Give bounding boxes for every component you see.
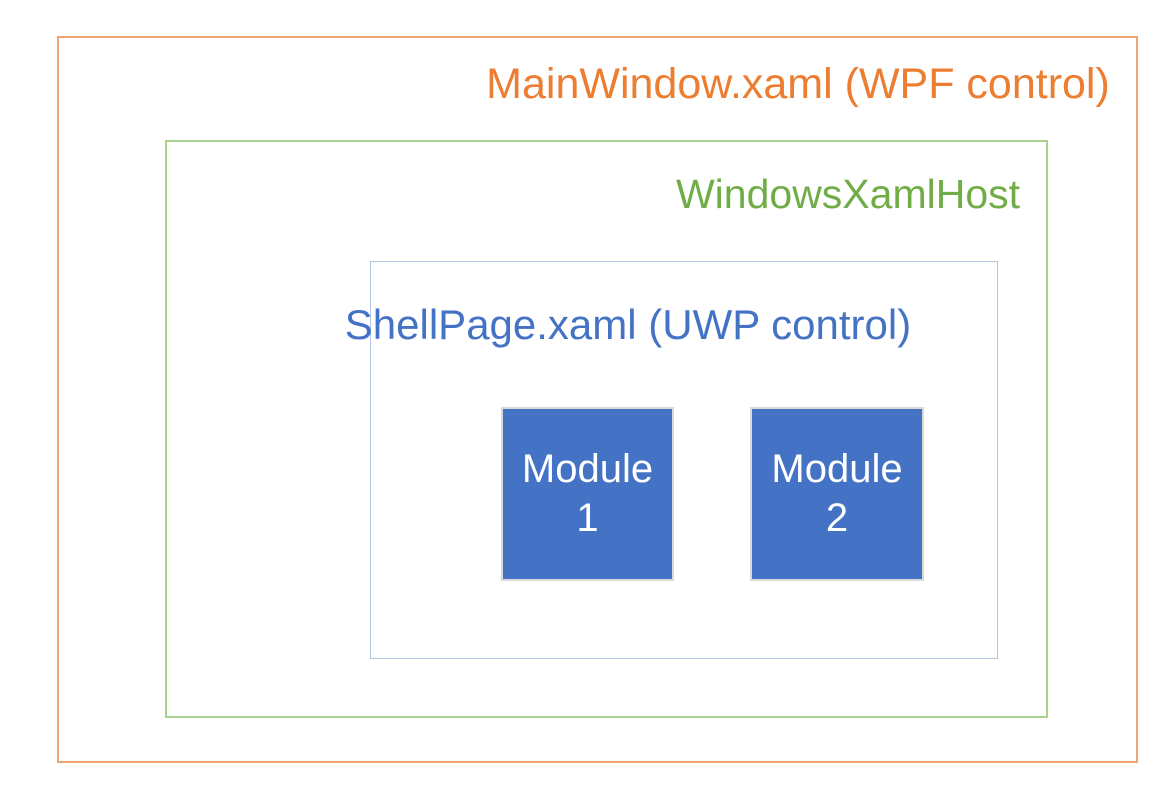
module-2-name: Module: [771, 447, 903, 491]
module-2-box: Module 2: [750, 407, 924, 581]
shellpage-label: ShellPage.xaml (UWP control): [344, 301, 912, 348]
mainwindow-box: [57, 36, 1138, 763]
shellpage-box: [370, 261, 998, 659]
windowsxamlhost-box: [165, 140, 1048, 718]
windowsxamlhost-label: WindowsXamlHost: [675, 171, 1021, 217]
module-1-name: Module: [521, 447, 654, 491]
module-1-box: Module 1: [501, 407, 674, 581]
module-2-number: 2: [825, 496, 849, 540]
mainwindow-label: MainWindow.xaml (WPF control): [486, 60, 1110, 108]
module-1-number: 1: [576, 496, 599, 540]
